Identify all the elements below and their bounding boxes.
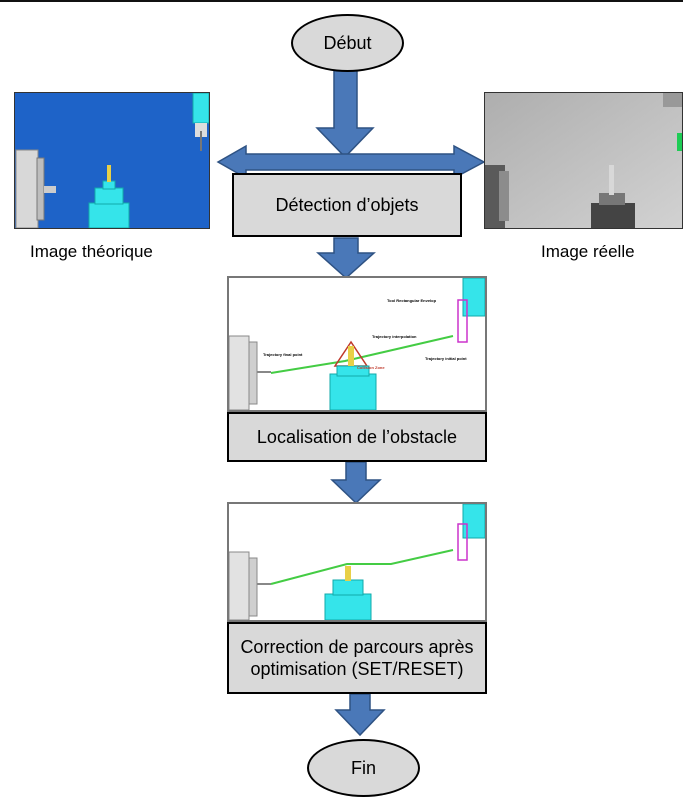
- label-trajectory-final-point: Trajectory final point: [263, 352, 303, 357]
- correction-label: Correction de parcours après optimisatio…: [240, 637, 474, 679]
- detection-label: Détection d’objets: [275, 195, 419, 215]
- correction-sim-graphic: [229, 504, 485, 620]
- correction-step: Correction de parcours après optimisatio…: [227, 622, 487, 694]
- label-collision-zone: Collision Zone: [357, 365, 385, 370]
- localisation-label: Localisation de l’obstacle: [256, 427, 458, 447]
- top-border-line: [0, 0, 683, 2]
- arrow-correction-down: [334, 693, 386, 737]
- localisation-step: Localisation de l’obstacle: [227, 412, 487, 462]
- theoretical-caption: Image théorique: [30, 242, 153, 261]
- arrow-detection-down: [316, 237, 376, 280]
- correction-frame: [227, 502, 487, 622]
- label-trajectory-initial-point: Trajectory initial point: [425, 356, 467, 361]
- localisation-sim-graphic: Tool Rectangular Envelop Trajectory inte…: [229, 278, 485, 410]
- localisation-frame: Tool Rectangular Envelop Trajectory inte…: [227, 276, 487, 412]
- theoretical-image: [14, 92, 210, 229]
- real-image: [484, 92, 683, 229]
- arrow-localisation-down: [330, 461, 382, 505]
- real-photo-graphic: [485, 93, 682, 228]
- theoretical-sim-graphic: [15, 92, 210, 229]
- arrow-start-down: [315, 67, 375, 159]
- start-label: Début: [323, 32, 372, 53]
- start-terminal: Début: [291, 14, 404, 72]
- end-terminal: Fin: [307, 739, 420, 797]
- real-caption: Image réelle: [541, 242, 635, 261]
- label-tool-envelop: Tool Rectangular Envelop: [387, 298, 437, 303]
- detection-step: Détection d’objets: [232, 173, 462, 237]
- end-label: Fin: [350, 757, 376, 778]
- label-trajectory-interpolation: Trajectory interpolation: [372, 334, 417, 339]
